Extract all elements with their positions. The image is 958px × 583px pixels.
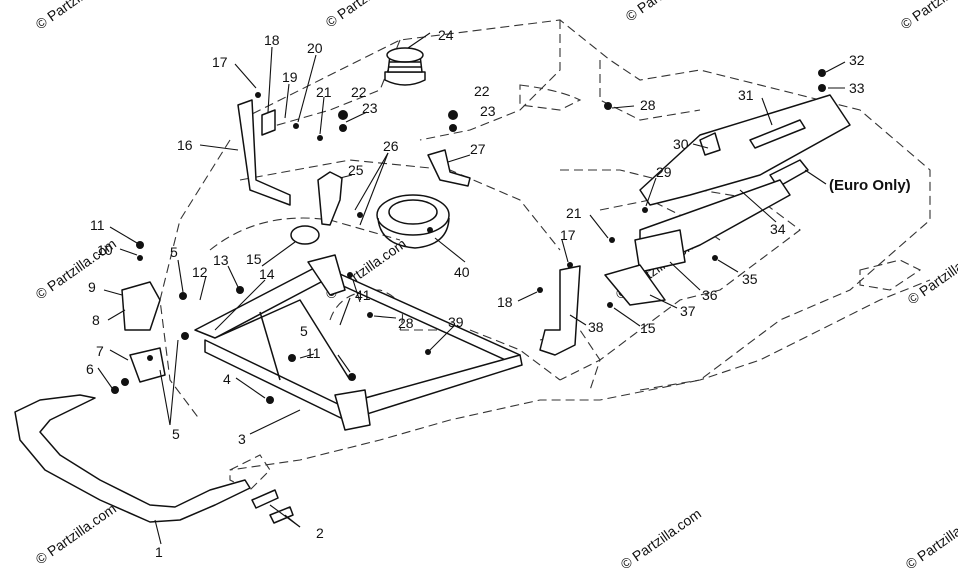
callout-label: 16 (177, 137, 193, 153)
callout-label: 11 (306, 345, 321, 361)
parts-layer (14, 47, 851, 524)
callout-label: 12 (192, 264, 208, 280)
callout-label: 5 (300, 323, 308, 339)
callout-label: 17 (560, 227, 576, 243)
hardware (111, 69, 826, 404)
callout-label: 15 (246, 251, 262, 267)
callout-label: 15 (640, 320, 656, 336)
clip (699, 132, 721, 156)
watermark: © Partzilla.com (33, 500, 119, 567)
right-bracket (539, 265, 581, 356)
callout-label: 5 (170, 244, 178, 260)
watermark: © Partzilla.com (903, 505, 958, 572)
callout-label: 6 (86, 361, 94, 377)
mount-block-rear (634, 229, 686, 273)
callout-label: 39 (448, 314, 464, 330)
callout-label: 1 (155, 544, 163, 560)
callout-label: 29 (656, 164, 672, 180)
callout-label: 31 (738, 87, 754, 103)
watermark: © Partzilla.com (33, 0, 119, 32)
callout-label: 28 (398, 315, 414, 331)
callout-label: 32 (849, 52, 865, 68)
callout-label: 30 (673, 136, 689, 152)
fuel-cap (384, 47, 426, 86)
rail (639, 94, 851, 206)
callout-label: 21 (566, 205, 582, 221)
watermark: © Partzilla.com (623, 0, 709, 24)
callout-label: 11 (90, 217, 105, 233)
mount-block (121, 281, 161, 331)
callout-label: 22 (474, 83, 490, 99)
front-bumper (14, 394, 251, 523)
callout-label: 24 (438, 27, 454, 43)
washer (290, 225, 320, 245)
callout-label: 4 (223, 371, 231, 387)
callout-label: 37 (680, 303, 696, 319)
euro-only-note: (Euro Only) (829, 177, 911, 194)
callout-label: 28 (640, 97, 656, 113)
callout-label: 2 (316, 525, 324, 541)
callout-label: 34 (770, 221, 786, 237)
leader-lines (97, 32, 846, 545)
tank-bracket (427, 149, 471, 187)
steering-post-bracket (317, 171, 343, 226)
callout-label: 10 (97, 242, 113, 258)
callout-label: 8 (92, 312, 100, 328)
callout-labels: 1 2 3 4 5 5 5 6 7 8 9 10 11 11 12 13 14 … (86, 27, 911, 560)
callout-label: 9 (88, 279, 96, 295)
callout-label: 3 (238, 431, 246, 447)
callout-label: 23 (362, 100, 378, 116)
chassis-outline (159, 19, 931, 491)
callout-label: 27 (470, 141, 486, 157)
bolt (251, 489, 279, 509)
watermark: © Partzilla.com (898, 0, 958, 32)
callout-label: 38 (588, 319, 604, 335)
callout-label: 20 (307, 40, 323, 56)
callout-label: 17 (212, 54, 228, 70)
callout-label: 25 (348, 162, 364, 178)
callout-label: 7 (96, 343, 104, 359)
watermark: © Partzilla.com (618, 505, 704, 572)
callout-label: 23 (480, 103, 496, 119)
callout-label: 40 (454, 264, 470, 280)
callout-label: 18 (264, 32, 280, 48)
callout-label: 41 (355, 287, 371, 303)
bracket-plate (261, 109, 276, 136)
fuel-tank-neck (376, 194, 450, 249)
callout-label: 19 (282, 69, 298, 85)
callout-label: 13 (213, 252, 229, 268)
callout-label: 18 (497, 294, 513, 310)
callout-label: 33 (849, 80, 865, 96)
callout-label: 5 (172, 426, 180, 442)
callout-label: 21 (316, 84, 332, 100)
watermark: © Partzilla.com (323, 0, 409, 30)
callout-label: 35 (742, 271, 758, 287)
callout-label: 14 (259, 266, 275, 282)
bolt (269, 506, 294, 524)
callout-label: 36 (702, 287, 718, 303)
steering-bracket (237, 99, 291, 206)
mount-plate (129, 347, 166, 383)
front-frame (194, 254, 523, 431)
callout-label: 22 (351, 84, 367, 100)
callout-label: 26 (383, 138, 399, 154)
watermark: © Partzilla.com (905, 240, 958, 307)
